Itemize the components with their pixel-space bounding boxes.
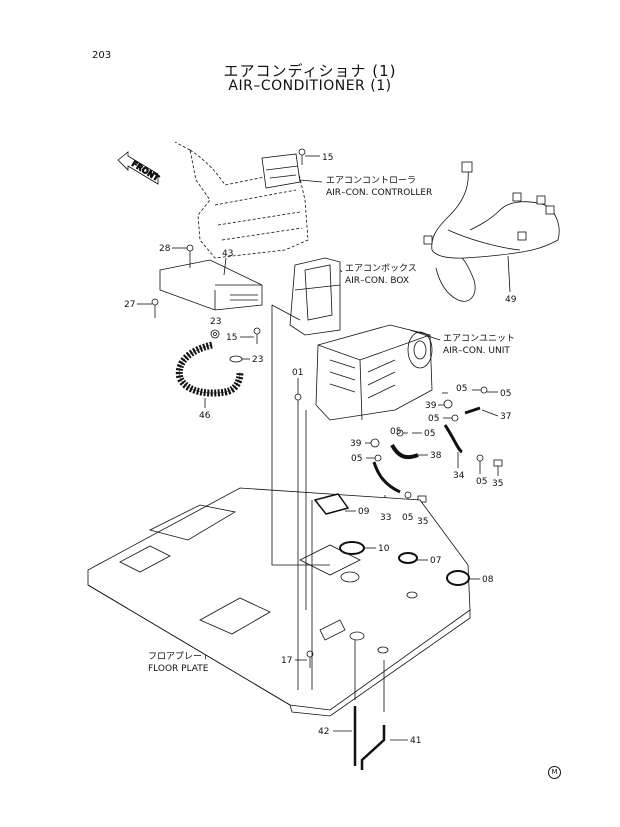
part-label-05-a: 05 <box>456 384 467 394</box>
fitting-05-c-icon <box>396 429 408 437</box>
fitting-05-e-icon <box>476 454 484 474</box>
front-arrow-icon: FRONT <box>117 151 162 185</box>
label-controller-en: AIR–CON. CONTROLLER <box>326 188 433 198</box>
label-unit-en: AIR–CON. UNIT <box>443 346 510 356</box>
grommet-09 <box>313 493 356 515</box>
page-number: 203 <box>92 50 112 61</box>
part-label-10: 10 <box>378 544 390 554</box>
part-label-07: 07 <box>430 556 441 566</box>
part-label-23-lower: 23 <box>252 355 263 365</box>
pipe-38 <box>390 443 428 460</box>
part-label-15-mid: 15 <box>226 333 237 343</box>
wire-harness-49 <box>423 161 560 302</box>
pipe-34 <box>443 424 463 468</box>
air-con-box <box>271 257 343 336</box>
title-english: AIR–CONDITIONER (1) <box>228 78 392 94</box>
bolt-27-icon <box>137 298 159 318</box>
grommet-08 <box>446 570 480 586</box>
part-label-05-d: 05 <box>390 427 401 437</box>
fitting-35-right-icon <box>493 459 503 476</box>
front-label: FRONT <box>130 159 161 183</box>
fitting-05-b-icon <box>472 386 498 394</box>
part-label-05-c: 05 <box>428 414 439 424</box>
bolt-01-icon <box>294 378 302 410</box>
part-label-28: 28 <box>159 244 171 254</box>
clamp-23-upper-icon <box>210 329 220 339</box>
part-label-35-right: 35 <box>492 479 503 489</box>
clamp-23-lower-icon <box>229 355 250 363</box>
part-label-42: 42 <box>318 727 329 737</box>
part-label-05-g: 05 <box>476 477 487 487</box>
bolt-15-top-icon <box>298 148 320 165</box>
part-label-34: 34 <box>453 471 465 481</box>
label-box-en: AIR–CON. BOX <box>345 276 410 286</box>
part-label-15-top: 15 <box>322 153 333 163</box>
title-japanese: エアコンディショナ (1) <box>223 62 397 80</box>
part-label-05-b: 05 <box>500 389 511 399</box>
part-label-49: 49 <box>505 295 517 305</box>
part-label-41: 41 <box>410 736 421 746</box>
corner-mark: M <box>548 766 561 779</box>
part-label-09: 09 <box>358 507 370 517</box>
air-con-unit <box>315 324 441 421</box>
part-label-35-lower: 35 <box>417 517 428 527</box>
grommet-10 <box>339 541 376 555</box>
part-label-33: 33 <box>380 513 391 523</box>
console-outline <box>174 141 309 259</box>
pipe-42 <box>333 706 357 766</box>
part-label-23-upper: 23 <box>210 317 221 327</box>
part-label-05-f: 05 <box>351 454 362 464</box>
duct-43 <box>159 257 263 311</box>
bolt-15-mid-icon <box>240 327 261 344</box>
part-label-27: 27 <box>124 300 135 310</box>
bolt-17-icon <box>295 650 314 668</box>
part-label-46: 46 <box>199 411 211 421</box>
part-label-39-lower: 39 <box>350 439 362 449</box>
label-controller-jp: エアコンコントローラ <box>326 176 417 186</box>
part-label-39-upper: 39 <box>425 401 437 411</box>
part-label-38: 38 <box>430 451 442 461</box>
floor-plate <box>87 487 471 717</box>
part-label-08: 08 <box>482 575 494 585</box>
part-label-37: 37 <box>500 412 511 422</box>
label-floor-jp: フロアプレート <box>148 652 212 662</box>
air-con-controller <box>261 153 301 189</box>
part-label-01: 01 <box>292 368 303 378</box>
pipe-41 <box>360 725 408 770</box>
fitting-39-upper-icon <box>438 399 453 409</box>
part-label-43: 43 <box>222 249 233 259</box>
drain-hose-46 <box>175 341 244 408</box>
label-floor-en: FLOOR PLATE <box>148 664 209 674</box>
part-label-05-e: 05 <box>424 429 435 439</box>
label-unit-jp: エアコンユニット <box>443 334 516 344</box>
part-label-05-h: 05 <box>402 513 413 523</box>
fitting-39-lower-icon <box>365 438 380 448</box>
grommet-07 <box>398 552 428 564</box>
fitting-05-a-icon <box>443 414 459 422</box>
bolt-28-icon <box>172 244 194 268</box>
pipe-37 <box>464 406 499 417</box>
part-label-17: 17 <box>281 656 292 666</box>
label-box-jp: エアコンボックス <box>345 264 417 274</box>
fitting-05-d-icon <box>366 454 382 462</box>
